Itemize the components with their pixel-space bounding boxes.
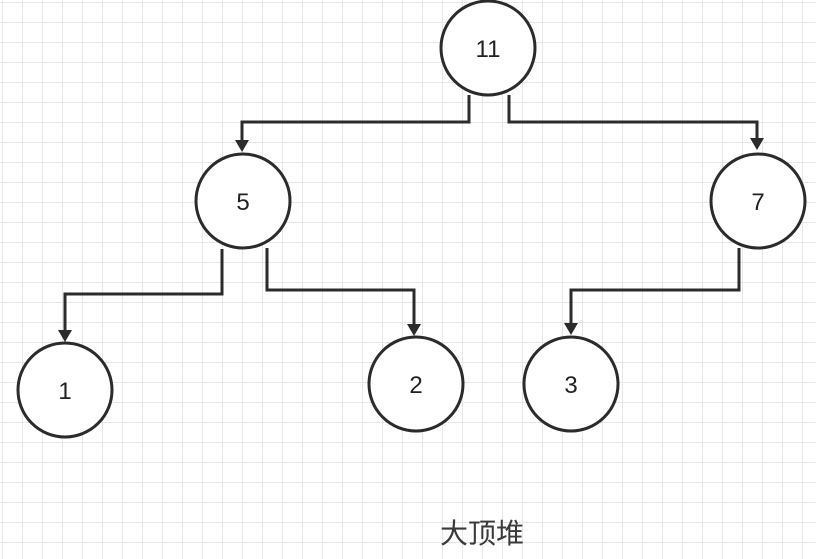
node-label: 7 [751, 189, 764, 216]
heap-node-1: 1 [16, 341, 114, 439]
arrowhead-11-to-7 [750, 138, 764, 150]
diagram-caption: 大顶堆 [440, 517, 525, 550]
arrowhead-7-to-3 [564, 323, 578, 335]
heap-node-2: 2 [367, 335, 465, 433]
node-label: 5 [236, 189, 249, 216]
edge-5-to-1 [63, 249, 224, 333]
node-label: 1 [58, 378, 71, 405]
edge-11-to-7 [507, 95, 759, 140]
node-label: 2 [409, 372, 422, 399]
edge-7-to-3 [569, 248, 741, 326]
arrowhead-5-to-2 [407, 324, 421, 336]
arrowhead-11-to-5 [235, 140, 249, 152]
heap-node-5: 5 [194, 152, 292, 250]
node-label: 11 [476, 36, 501, 63]
edge-5-to-2 [265, 248, 416, 327]
arrowhead-5-to-1 [58, 330, 72, 342]
edges [58, 95, 764, 342]
heap-node-11: 11 [439, 0, 537, 97]
edge-11-to-5 [240, 95, 471, 143]
heap-node-3: 3 [522, 335, 620, 433]
node-label: 3 [564, 372, 577, 399]
heap-node-7: 7 [709, 152, 807, 250]
